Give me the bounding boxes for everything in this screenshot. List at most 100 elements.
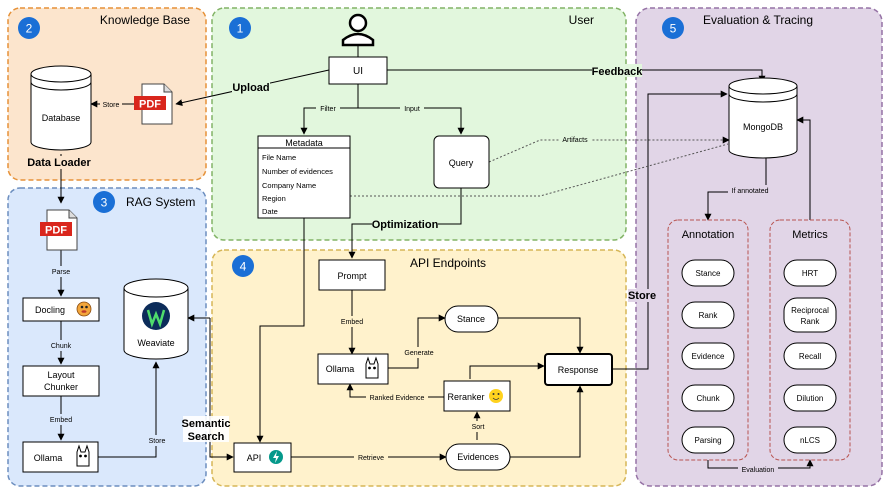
svg-text:Stance: Stance — [696, 269, 721, 278]
edge-store-rag — [98, 361, 160, 458]
svg-text:Layout: Layout — [47, 370, 75, 380]
region-number: 2 — [26, 22, 33, 36]
ollama-llama-icon — [365, 356, 379, 379]
metrics-item-dilution: Dilution — [783, 384, 837, 412]
region-api-endpoints: 4 API Endpoints — [211, 249, 627, 487]
edge-artifacts-metadata — [350, 143, 729, 197]
edge-label-store-eval: Store — [628, 290, 656, 302]
pdf-icon: PDF — [134, 83, 173, 125]
prompt-node: Prompt — [318, 259, 386, 291]
edge-label-sort: Sort — [472, 424, 485, 431]
edge-label-embed-rag: Embed — [50, 417, 72, 424]
edge-stance-response — [498, 317, 584, 354]
edge-semantic-search — [209, 318, 234, 461]
edge-label-ranked-evidence: Ranked Evidence — [370, 395, 425, 402]
edge-label-chunk: Chunk — [51, 343, 72, 350]
svg-text:Chunk: Chunk — [696, 394, 720, 403]
svg-text:Evidence: Evidence — [692, 352, 725, 361]
edge-label-evaluation: Evaluation — [742, 467, 775, 474]
edge-label-feedback: Feedback — [592, 66, 644, 78]
weaviate-logo-icon — [142, 302, 170, 330]
region-title: Evaluation & Tracing — [703, 13, 813, 27]
metrics-item-nlcs: nLCS — [783, 426, 837, 454]
region-title: API Endpoints — [410, 256, 486, 270]
svg-text:Chunker: Chunker — [44, 382, 78, 392]
edge-label-artifacts: Artifacts — [562, 137, 588, 144]
ui-node: UI — [328, 56, 388, 85]
edge-label-generate: Generate — [404, 350, 433, 357]
annotation-item-chunk: Chunk — [681, 384, 735, 412]
database-node: Database — [30, 65, 92, 151]
svg-text:Dilution: Dilution — [797, 394, 824, 403]
svg-text:Rank: Rank — [699, 311, 719, 320]
metrics-title: Metrics — [792, 229, 828, 241]
mongodb-label: MongoDB — [743, 122, 783, 132]
docling-node: Docling — [22, 297, 100, 322]
edge-label-store-rag: Store — [149, 438, 166, 445]
edge-generate — [388, 314, 446, 369]
region-badge-2 — [18, 17, 40, 39]
region-number: 4 — [240, 260, 247, 274]
edge-artifacts-query — [488, 136, 730, 163]
edge-metrics-mongodb — [796, 116, 811, 220]
edge-label-retrieve: Retrieve — [358, 455, 384, 462]
annotation-item-stance: Stance — [681, 259, 735, 287]
prompt-label: Prompt — [337, 271, 367, 281]
edge-reranker-response — [469, 362, 545, 379]
docling-label: Docling — [35, 305, 65, 315]
annotation-item-evidence: Evidence — [681, 342, 735, 370]
ollama-label: Ollama — [326, 364, 355, 374]
fastapi-bolt-icon — [269, 450, 283, 464]
ollama-node-rag: Ollama — [22, 441, 99, 473]
pdf-icon-rag: PDF — [40, 209, 78, 251]
layout-chunker-node: Layout Chunker — [22, 365, 100, 397]
stance-label: Stance — [457, 314, 485, 324]
hugging-face-icon — [489, 389, 503, 403]
metadata-field: File Name — [262, 153, 296, 162]
svg-text:Recall: Recall — [799, 352, 821, 361]
metadata-table: Metadata File Name Number of evidences C… — [257, 135, 351, 219]
edge-input — [358, 107, 465, 135]
edge-label-data-loader: Data Loader — [27, 157, 91, 169]
region-number: 3 — [101, 196, 108, 210]
query-label: Query — [449, 158, 474, 168]
response-label: Response — [558, 365, 599, 375]
region-number: 1 — [237, 22, 244, 36]
region-badge-1 — [229, 17, 251, 39]
stance-node: Stance — [444, 305, 499, 333]
metadata-title: Metadata — [285, 138, 323, 148]
edge-label-semantic-line2: Search — [188, 431, 225, 443]
edge-label-filter: Filter — [320, 106, 336, 113]
pdf-label: PDF — [45, 225, 67, 237]
edge-label-input: Input — [404, 106, 420, 113]
svg-text:Parsing: Parsing — [694, 436, 721, 445]
evidences-node: Evidences — [445, 443, 511, 471]
region-number: 5 — [670, 22, 677, 36]
database-label: Database — [42, 113, 81, 123]
svg-text:HRT: HRT — [802, 269, 818, 278]
api-label: API — [247, 453, 262, 463]
weaviate-label: Weaviate — [137, 338, 174, 348]
metadata-field: Date — [262, 207, 278, 216]
edge-label-embed-api: Embed — [341, 319, 363, 326]
user-icon — [341, 13, 375, 47]
edge-metadata-api — [256, 218, 305, 443]
reranker-node: Reranker — [443, 380, 511, 412]
annotation-group: Annotation Stance Rank Evidence Chunk Pa… — [667, 219, 749, 461]
response-node: Response — [544, 353, 613, 386]
mongodb-node: MongoDB — [728, 77, 798, 159]
reranker-label: Reranker — [447, 392, 484, 402]
api-node: API — [233, 442, 292, 473]
edge-labels: Upload Store Data Loader Feedback Filter… — [27, 64, 778, 475]
edge-label-semantic-line1: Semantic — [182, 418, 231, 430]
ollama-label: Ollama — [34, 453, 63, 463]
edge-evidences-response — [510, 385, 584, 458]
region-title: RAG System — [126, 195, 195, 209]
svg-text:Reciprocal: Reciprocal — [791, 306, 829, 315]
weaviate-node: Weaviate — [123, 278, 189, 360]
artifact-edges — [350, 136, 730, 197]
edge-label-optimization: Optimization — [372, 219, 439, 231]
annotation-item-parsing: Parsing — [681, 426, 735, 454]
